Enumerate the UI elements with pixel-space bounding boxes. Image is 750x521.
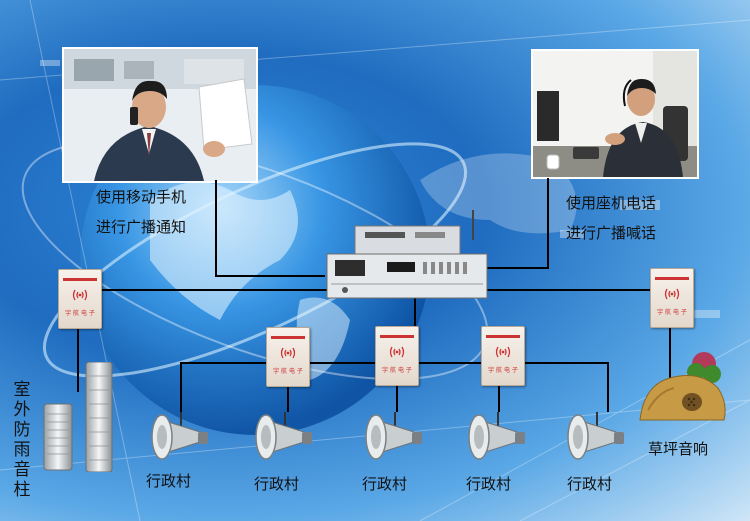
receiver-box-left: 宇 航 电 子 [58, 269, 102, 329]
horn-speaker-icon [468, 412, 525, 460]
mobile-caption-line-2: 进行广播通知 [96, 218, 187, 236]
landline-caption-line-2: 进行广播喊话 [566, 224, 657, 242]
receiver-box-village-3: 宇 航 电 子 [481, 326, 525, 386]
village-label: 行政村 [362, 475, 408, 493]
village-label: 行政村 [146, 472, 192, 490]
lawn-speaker-caption: 草坪音响 [648, 440, 709, 458]
receiver-box-icon [280, 347, 296, 359]
landline-user-photo [531, 49, 699, 179]
broadcast-controller-icon [326, 210, 488, 299]
receiver-box-village-1: 宇 航 电 子 [266, 327, 310, 387]
outdoor-column-caption: 室外防雨音柱 [13, 380, 31, 500]
mobile-phone-user-photo [62, 47, 258, 183]
village-label: 行政村 [466, 475, 512, 493]
mobile-user-illustration [64, 49, 256, 181]
receiver-box-icon [495, 346, 511, 358]
receiver-box-icon [664, 288, 680, 300]
landline-user-illustration [533, 51, 697, 177]
receiver-box-village-2: 宇 航 电 子 [375, 326, 419, 386]
column-speaker-icon [43, 362, 113, 472]
horn-speaker-icon [151, 412, 208, 460]
landline-caption-line-1: 使用座机电话 [566, 194, 657, 212]
horn-speaker-icon [567, 412, 624, 460]
mobile-caption-line-1: 使用移动手机 [96, 188, 187, 206]
receiver-box-icon [389, 346, 405, 358]
horn-speaker-icon [365, 412, 422, 460]
receiver-box-icon [72, 289, 88, 301]
village-label: 行政村 [254, 475, 300, 493]
lawn-speaker-icon [639, 352, 726, 421]
receiver-box-right: 宇 航 电 子 [650, 268, 694, 328]
horn-speaker-icon [255, 412, 312, 460]
village-label: 行政村 [567, 475, 613, 493]
